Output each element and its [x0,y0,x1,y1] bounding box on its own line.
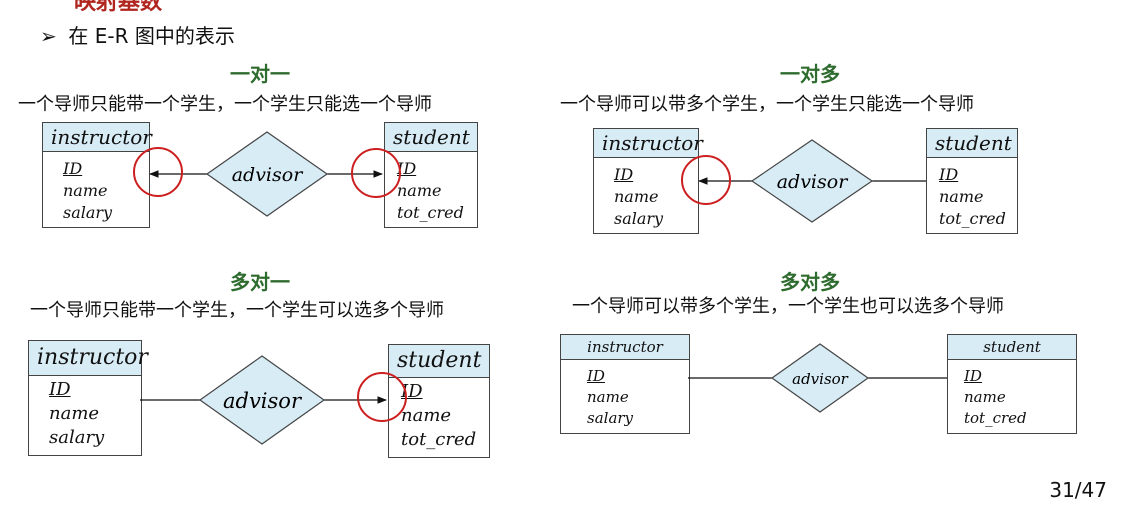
bullet-line: ➢ 在 E-R 图中的表示 [40,20,235,49]
attr-id: ID [49,379,71,400]
entity-name: instructor [43,123,152,152]
p1-cardinality-circle-right [351,148,401,198]
attr-tot-cred: tot_cred [964,409,1027,427]
entity-name: instructor [29,341,148,376]
attr-id: ID [397,159,417,178]
p1-advisor-diamond [205,131,329,217]
panel-1-instructor-entity: instructor ID name salary [42,122,152,228]
attr-salary: salary [587,409,634,427]
p2-cardinality-circle [681,155,731,205]
attr-name: name [397,181,442,200]
p4-advisor-diamond [770,343,870,413]
bullet-text: 在 E-R 图中的表示 [68,24,235,48]
panel-3-desc: 一个导师只能带一个学生，一个学生可以选多个导师 [30,300,444,321]
page-number: 31/47 [1049,478,1107,502]
attr-id: ID [964,367,982,385]
p4-advisor-label: advisor [792,370,849,388]
attr-name: name [939,187,984,206]
attr-id: ID [939,165,959,184]
attr-tot-cred: tot_cred [401,429,477,450]
attr-name: name [964,388,1006,406]
p1-cardinality-circle-left [133,147,183,197]
section-heading: 映射基数 [74,0,163,15]
p2-advisor-diamond [750,139,874,223]
panel-4-instructor-entity: instructor ID name salary [560,334,690,434]
attr-id: ID [587,367,605,385]
panel-4-student-entity: student ID name tot_cred [947,334,1077,434]
attr-salary: salary [614,209,664,228]
bullet-arrow-icon: ➢ [40,24,57,48]
p3-advisor-diamond [198,355,326,445]
panel-2-student-entity: student ID name tot_cred [926,128,1018,234]
attr-id: ID [63,159,83,178]
panel-2-title: 一对多 [780,62,840,86]
entity-name: student [389,345,489,378]
entity-name: instructor [561,335,689,360]
p3-advisor-label: advisor [223,389,303,413]
entity-name: student [385,123,477,152]
attr-id: ID [614,165,634,184]
panel-4-desc: 一个导师可以带多个学生，一个学生也可以选多个导师 [572,296,1004,317]
p2-advisor-label: advisor [777,171,849,193]
p3-cardinality-circle [357,372,407,422]
attr-salary: salary [63,203,113,222]
panel-2-desc: 一个导师可以带多个学生，一个学生只能选一个导师 [560,94,974,115]
attr-name: name [401,405,452,426]
panel-1-desc: 一个导师只能带一个学生，一个学生只能选一个导师 [18,94,432,115]
panel-3-instructor-entity: instructor ID name salary [28,340,148,456]
attr-tot-cred: tot_cred [939,209,1006,228]
panel-1-title: 一对一 [230,62,290,86]
attr-tot-cred: tot_cred [397,203,464,222]
attr-name: name [63,181,108,200]
entity-name: instructor [594,129,703,158]
entity-name: student [948,335,1076,360]
panel-3-title: 多对一 [230,270,290,294]
p1-advisor-label: advisor [232,164,304,186]
attr-name: name [49,403,100,424]
panel-4-title: 多对多 [780,270,840,294]
attr-name: name [614,187,659,206]
attr-name: name [587,388,629,406]
entity-name: student [927,129,1017,158]
attr-salary: salary [49,427,105,448]
